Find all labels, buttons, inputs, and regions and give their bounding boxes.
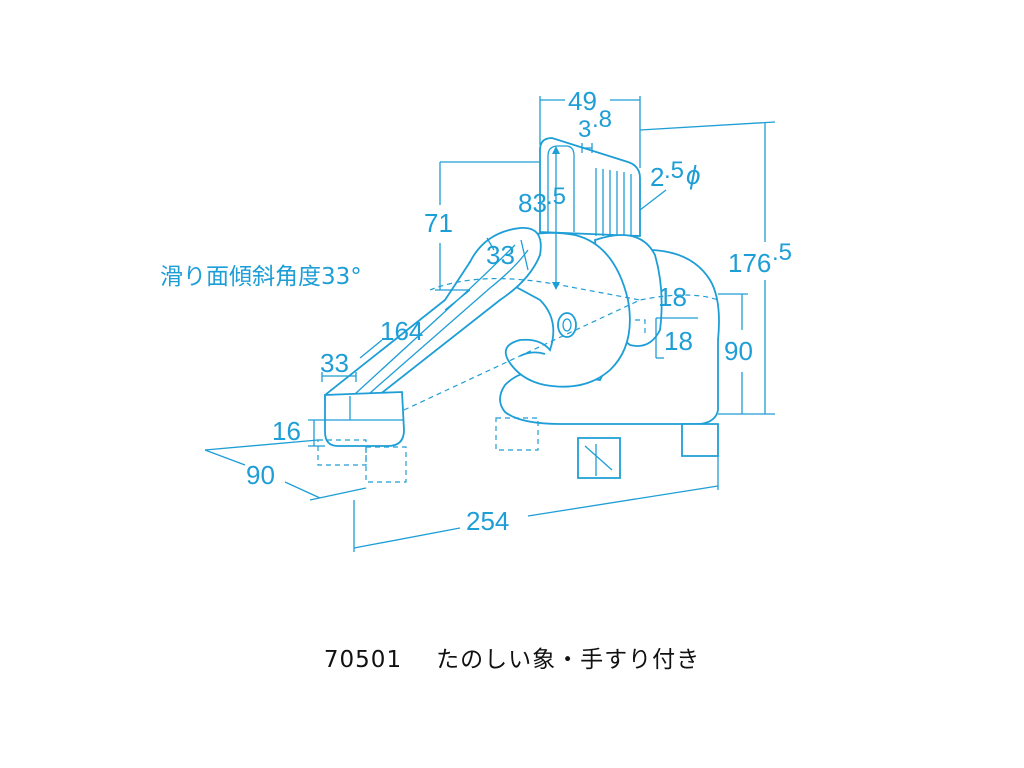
dim-top-width: 49 [568, 86, 597, 116]
dim-slide-width-low: 33 [320, 348, 349, 378]
dim-total-height: 176 [728, 248, 771, 278]
dim-slide-width: 33 [486, 240, 515, 270]
dim-ear-height: 18 [664, 326, 693, 356]
dim-pipe-phi: ϕ [686, 160, 700, 190]
dim-left-height: 71 [424, 208, 453, 238]
dimension-lines [204, 96, 776, 552]
dim-rail-diameter: 3 [578, 116, 591, 143]
dim-body-height: 90 [724, 336, 753, 366]
dim-pipe-diameter-decimal: .5 [664, 157, 684, 184]
dim-total-length: 254 [466, 506, 509, 536]
product-name: たのしい象・手すり付き [436, 647, 701, 673]
product-caption: 70501 たのしい象・手すり付き [0, 640, 1024, 674]
elephant-slide-illustration [317, 137, 720, 483]
dim-pipe-diameter: 2 [650, 162, 664, 192]
dim-slide-length: 164 [380, 316, 423, 346]
dim-total-height-decimal: .5 [772, 239, 792, 266]
product-code: 70501 [323, 647, 403, 673]
slide-angle-label: 滑り面傾斜角度33° [160, 264, 362, 290]
dim-rail-diameter-decimal: .8 [592, 106, 612, 133]
dim-ear-width: 18 [658, 282, 687, 312]
dim-exit-height: 16 [272, 416, 301, 446]
dim-height-top-decimal: .5 [546, 183, 566, 210]
dim-height-top: 83 [518, 188, 547, 218]
dim-depth: 90 [246, 460, 275, 490]
dimension-labels: 49 3 .8 2 .5 ϕ 83 .5 71 33 滑り面傾斜角度33° 16… [160, 86, 792, 536]
